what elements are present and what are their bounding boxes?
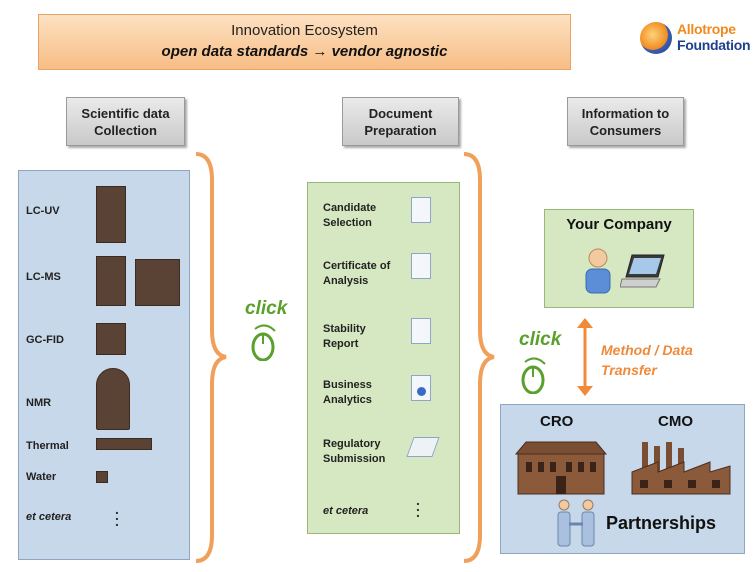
instrument-label: NMR bbox=[26, 397, 52, 409]
building-icon bbox=[514, 441, 608, 495]
title-banner: Innovation Ecosystem open data standards… bbox=[38, 14, 571, 70]
header-consumers-label: Information to Consumers bbox=[581, 105, 670, 138]
header-collection: Scientific data Collection bbox=[66, 97, 185, 146]
instrument-label: GC-FID bbox=[26, 334, 64, 346]
banner-title: Innovation Ecosystem bbox=[231, 22, 378, 39]
more-dots-icon: ... bbox=[115, 501, 119, 529]
lcuv-instrument-icon bbox=[96, 186, 126, 243]
transfer-label: Method / Data Transfer bbox=[601, 340, 693, 380]
more-dots-icon: ... bbox=[416, 492, 420, 520]
document-label: Regulatory Submission bbox=[323, 438, 386, 465]
instrument-label: et cetera bbox=[26, 511, 72, 523]
mouse-icon bbox=[251, 324, 276, 361]
logo-line1: Allotrope bbox=[677, 21, 736, 37]
header-consumers: Information to Consumers bbox=[567, 97, 684, 146]
document-icon bbox=[411, 253, 431, 279]
header-preparation-label: Document Preparation bbox=[364, 105, 437, 138]
instrument-label: Water bbox=[26, 471, 57, 483]
water-instrument-icon bbox=[96, 471, 108, 483]
document-label: Stability Report bbox=[323, 323, 366, 350]
click-label: click bbox=[519, 329, 562, 350]
logo-line2: Foundation bbox=[677, 37, 751, 53]
document-label: et cetera bbox=[323, 505, 369, 517]
analytics-icon bbox=[411, 375, 431, 401]
instrument-label: LC-UV bbox=[26, 205, 60, 217]
mouse-icon bbox=[521, 357, 546, 394]
header-preparation: Document Preparation bbox=[342, 97, 459, 146]
brace-collection bbox=[195, 152, 227, 563]
instrument-label: Thermal bbox=[26, 440, 69, 452]
allotrope-logo: Allotrope Foundation bbox=[637, 18, 752, 58]
brace-preparation bbox=[463, 152, 495, 563]
person-icon bbox=[585, 248, 611, 294]
handshake-icon bbox=[557, 499, 595, 547]
lcms-instrument-icon bbox=[96, 256, 126, 306]
report-icon bbox=[411, 318, 431, 344]
factory-icon bbox=[631, 442, 731, 495]
your-company-label: Your Company bbox=[566, 216, 672, 233]
banner-subtitle: open data standards → vendor agnostic bbox=[161, 43, 448, 60]
cro-label: CRO bbox=[540, 413, 574, 430]
document-label: Candidate Selection bbox=[323, 202, 377, 229]
document-label: Certificate of Analysis bbox=[323, 260, 391, 287]
logo-icon bbox=[640, 22, 672, 54]
lcms-detector-icon bbox=[135, 259, 180, 306]
thermal-instrument-icon bbox=[96, 438, 152, 450]
double-arrow-icon bbox=[577, 318, 593, 396]
document-panel bbox=[307, 182, 460, 534]
header-collection-label: Scientific data Collection bbox=[81, 105, 170, 138]
cmo-label: CMO bbox=[658, 413, 693, 430]
laptop-icon bbox=[620, 254, 665, 288]
transfer-line2: Transfer bbox=[601, 362, 657, 378]
instrument-label: LC-MS bbox=[26, 271, 61, 283]
your-company-panel bbox=[544, 209, 694, 308]
click-label: click bbox=[245, 298, 288, 319]
document-label: Business Analytics bbox=[323, 379, 372, 406]
document-icon bbox=[411, 197, 431, 223]
partnerships-label: Partnerships bbox=[606, 513, 717, 533]
transfer-line1: Method / Data bbox=[601, 342, 693, 358]
nmr-instrument-icon bbox=[96, 368, 130, 430]
gcfid-instrument-icon bbox=[96, 323, 126, 355]
